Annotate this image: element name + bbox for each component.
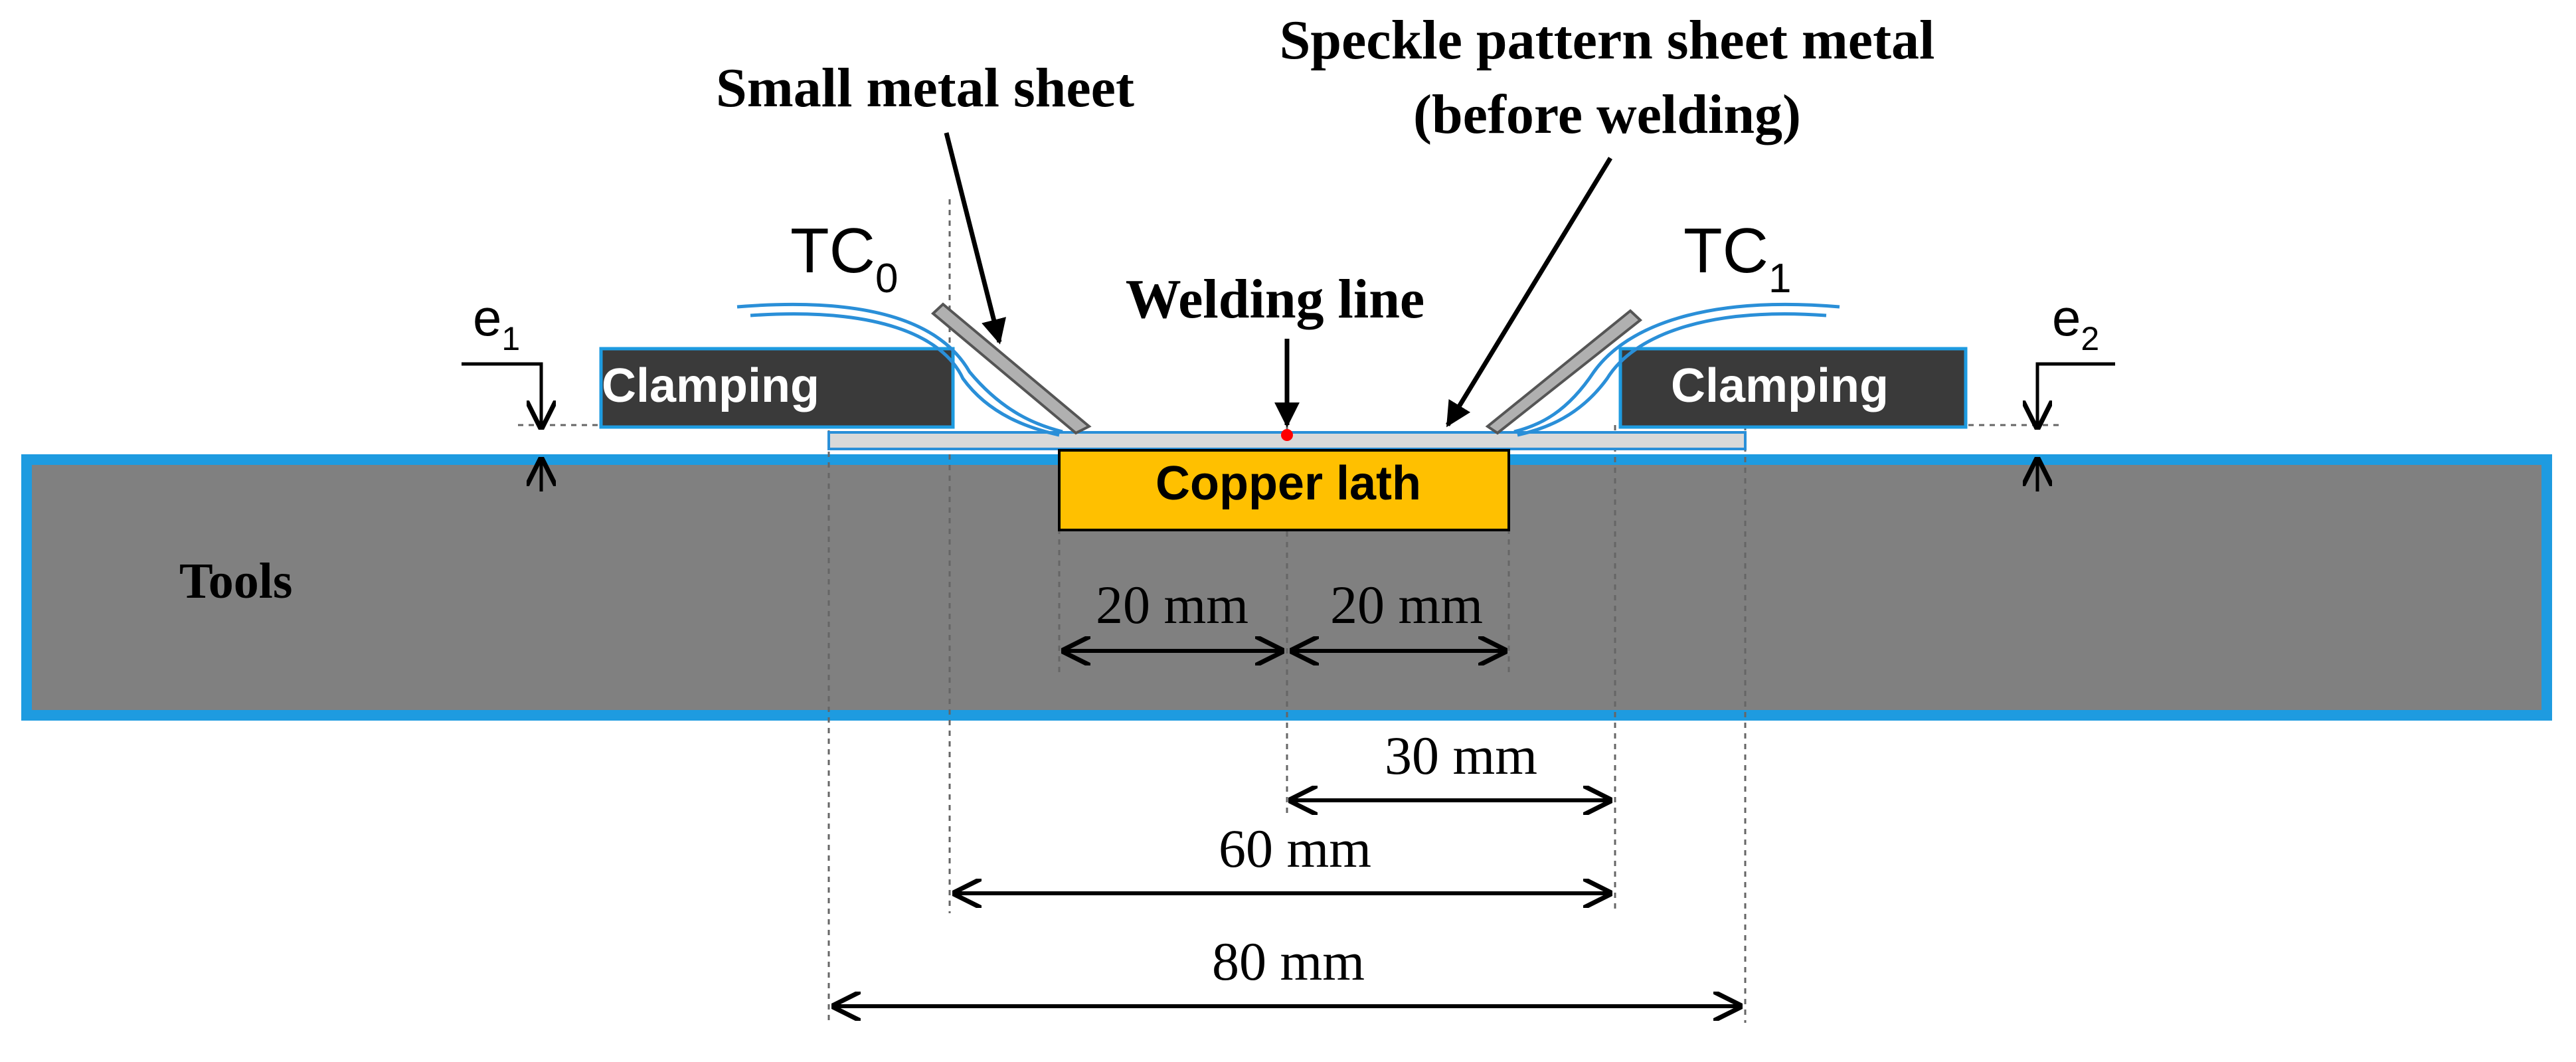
welding-line-label: Welding line [1126, 268, 1424, 330]
e2-indicator: e2 [2037, 288, 2115, 491]
clamping-right-label: Clamping [1671, 359, 1889, 412]
tc1-label: TC1 [1683, 215, 1791, 302]
copper-lath-label: Copper lath [1156, 457, 1421, 510]
e2-label: e2 [2052, 288, 2099, 357]
e1-indicator: e1 [462, 288, 541, 491]
small-metal-sheet-left [930, 302, 1092, 435]
tools-label: Tools [179, 553, 292, 609]
small-metal-sheet-right [1485, 309, 1643, 435]
dim-80-label: 80 mm [1212, 931, 1365, 992]
copper-lath [1058, 449, 1510, 531]
tc0-label: TC0 [790, 215, 898, 302]
welding-point [1281, 429, 1293, 441]
dim-60-label: 60 mm [1219, 818, 1371, 879]
dim-30-label: 30 mm [1385, 725, 1537, 786]
thermocouple-wires [736, 302, 1840, 437]
e1-label: e1 [473, 288, 520, 357]
speckle-sheet-label-line1: Speckle pattern sheet metal [1280, 9, 1935, 71]
dimension-arrows [833, 651, 1741, 1006]
arrow-small-metal-sheet [944, 132, 1006, 345]
small-metal-sheet-label: Small metal sheet [716, 57, 1134, 119]
dim-20-left-label: 20 mm [1096, 575, 1248, 635]
clamping-left [599, 347, 955, 429]
arrow-speckle-sheet [1446, 157, 1612, 428]
speckle-sheet-label-line2: (before welding) [1413, 84, 1801, 145]
clamping-right [1618, 347, 1968, 429]
dim-20-right-label: 20 mm [1330, 575, 1483, 635]
clamping-left-label: Clamping [602, 359, 819, 412]
